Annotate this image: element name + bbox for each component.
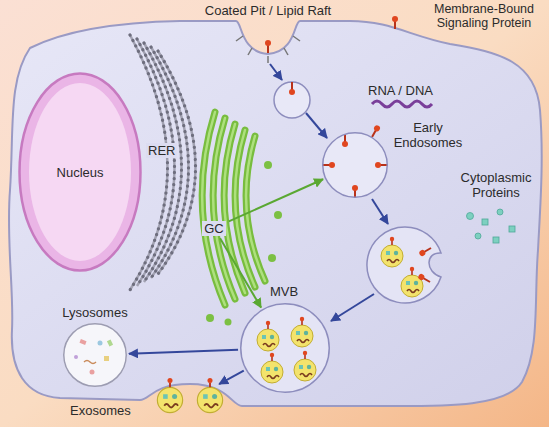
debris bbox=[90, 370, 95, 375]
reticulum-sheet bbox=[151, 47, 189, 278]
vesicle-outline bbox=[64, 324, 127, 387]
nuclear-envelope-outline bbox=[20, 74, 141, 271]
cytosol-dot bbox=[467, 213, 474, 220]
pathway-arrow bbox=[372, 199, 388, 224]
outline-layer bbox=[240, 303, 330, 393]
cytosol-dot bbox=[509, 226, 515, 232]
golgi-tag: GC bbox=[201, 220, 227, 237]
vesicle-lumen bbox=[322, 132, 388, 198]
debris bbox=[104, 356, 109, 361]
label-holder: Membrane-Bound Signaling Protein bbox=[425, 2, 543, 30]
pathway-arrow bbox=[306, 113, 327, 138]
vesicle-outline bbox=[323, 133, 388, 198]
receptor-glyph bbox=[289, 82, 295, 95]
golgi-vesicle bbox=[268, 254, 276, 262]
intraluminal-vesicle bbox=[261, 353, 283, 383]
nucleic-squiggle bbox=[372, 101, 432, 107]
endocytic-vesicle bbox=[274, 82, 310, 118]
debris bbox=[74, 355, 78, 359]
cytosol-dot bbox=[475, 233, 481, 239]
debris bbox=[79, 339, 86, 345]
golgi-vesicle bbox=[206, 314, 214, 322]
vesicle-lumen bbox=[240, 303, 330, 393]
receptor-glyph bbox=[418, 245, 432, 257]
receptor-glyph bbox=[352, 185, 358, 198]
intraluminal-vesicle bbox=[401, 267, 423, 297]
forming-compartment bbox=[367, 227, 441, 303]
pathway-arrow bbox=[270, 64, 282, 80]
debris bbox=[84, 361, 96, 364]
nucleic-caption: RNA / DNA bbox=[368, 83, 438, 98]
degradative-vesicle: Lysosomes bbox=[63, 323, 127, 387]
ribosome-dots bbox=[158, 51, 196, 274]
golgi-vesicle bbox=[225, 319, 232, 326]
reticulum-tag: RER bbox=[146, 143, 177, 158]
node-text: GC bbox=[202, 221, 226, 236]
endosome-vesicle: Early Endosomes bbox=[322, 132, 388, 198]
receptor-glyph bbox=[392, 16, 398, 29]
receptor-glyph bbox=[375, 162, 388, 168]
intraluminal-vesicle bbox=[381, 237, 403, 267]
nuclear-envelope: Nucleus bbox=[18, 72, 142, 272]
cytosol-dot bbox=[482, 219, 488, 225]
cell-boundary bbox=[9, 21, 542, 406]
clathrin-spike bbox=[267, 56, 269, 63]
pathway-connector bbox=[229, 179, 323, 221]
golgi-vesicle bbox=[274, 211, 282, 219]
released-vesicle bbox=[157, 378, 182, 413]
intraluminal-vesicle bbox=[291, 317, 313, 347]
debris bbox=[98, 341, 103, 346]
clathrin-spike bbox=[284, 48, 288, 55]
outline-layer bbox=[322, 132, 388, 198]
clathrin-spike bbox=[248, 48, 252, 55]
label-holder: RNA / DNA bbox=[368, 83, 438, 98]
pathway-connector bbox=[129, 350, 238, 354]
outline-layer bbox=[63, 323, 127, 387]
node-text: Early Endosomes bbox=[388, 120, 468, 150]
receptor-glyph bbox=[265, 40, 271, 53]
pathway-connector bbox=[219, 371, 244, 384]
label-holder: RER bbox=[146, 143, 186, 158]
label-holder: Cytoplasmic Proteins bbox=[456, 170, 536, 200]
ribosome-dots bbox=[144, 43, 182, 282]
nucleoplasm bbox=[29, 83, 131, 261]
node-text: Nucleus bbox=[57, 165, 104, 180]
clathrin-spike bbox=[293, 36, 300, 41]
intraluminal-vesicle bbox=[294, 351, 316, 381]
node-text: MVB bbox=[270, 284, 310, 299]
intraluminal-vesicle bbox=[257, 321, 279, 351]
entry-caption: Coated Pit / Lipid Raft bbox=[183, 3, 353, 18]
vesicle-outline bbox=[241, 304, 330, 393]
cytosol-dot bbox=[497, 209, 503, 215]
debris bbox=[107, 339, 113, 346]
receptor-glyph bbox=[417, 273, 431, 285]
cytosol-caption: Cytoplasmic Proteins bbox=[456, 170, 536, 200]
released-vesicles: Exosomes bbox=[154, 385, 226, 415]
ribosome-dots bbox=[151, 47, 189, 278]
vesicle-lumen bbox=[63, 323, 127, 387]
multivesicular-body: MVB bbox=[240, 303, 330, 393]
golgi-highlight bbox=[235, 130, 255, 287]
node-text: Exosomes bbox=[70, 403, 146, 418]
surface-caption: Membrane-Bound Signaling Protein bbox=[425, 2, 543, 30]
clathrin-spike bbox=[236, 36, 243, 41]
receptor-glyph bbox=[322, 162, 335, 168]
pathway-connector bbox=[220, 238, 261, 307]
cytosol-dot bbox=[493, 237, 499, 243]
receptor-glyph bbox=[342, 134, 348, 147]
node-text: Lysosomes bbox=[43, 305, 147, 320]
golgi-vesicle bbox=[264, 161, 272, 169]
pathway-arrow bbox=[331, 294, 374, 321]
label-holder: Coated Pit / Lipid Raft bbox=[183, 3, 353, 18]
